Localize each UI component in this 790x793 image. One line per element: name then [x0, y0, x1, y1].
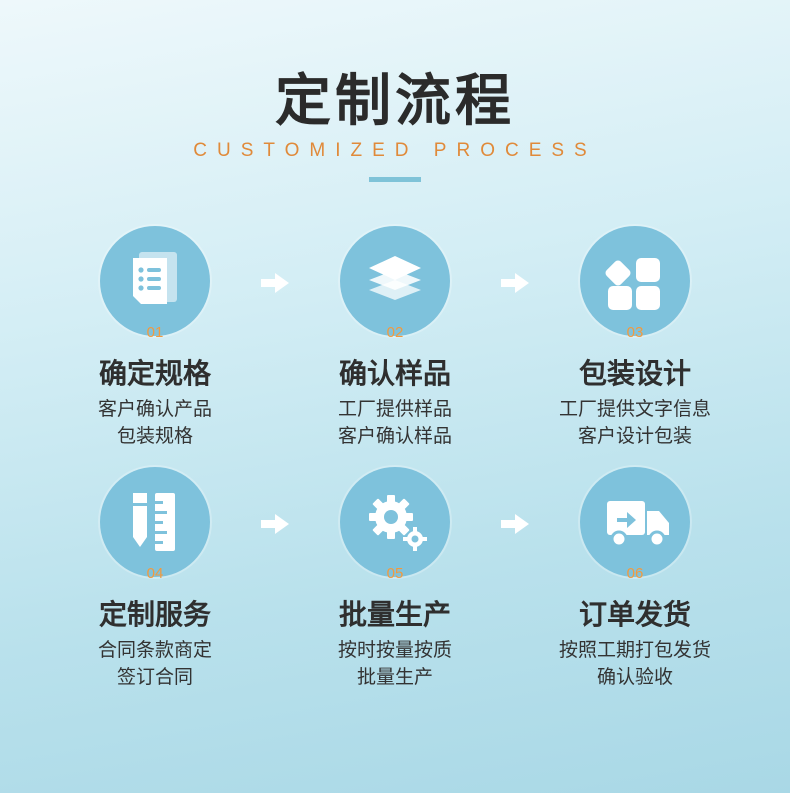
step-desc-line: 客户确认样品: [337, 425, 452, 447]
step-title: 订单发货: [578, 598, 691, 631]
layers-icon: [369, 256, 421, 300]
step-desc-line: 按照工期打包发货: [558, 639, 711, 661]
step-description: 工厂提供样品 客户确认样品: [275, 396, 515, 450]
title-underline: [369, 177, 421, 182]
step-description: 按时按量按质 批量生产: [275, 637, 515, 691]
step-desc-line: 工厂提供样品: [337, 398, 452, 420]
step-description: 合同条款商定 签订合同: [35, 637, 275, 691]
step-circle: [100, 226, 210, 336]
step-number: 03: [626, 324, 644, 341]
step-description: 工厂提供文字信息 客户设计包装: [515, 396, 755, 450]
step-title: 确定规格: [98, 357, 211, 390]
step-title: 定制服务: [98, 598, 211, 631]
page-subtitle: CUSTOMIZED PROCESS: [193, 140, 597, 161]
pencil-ruler-icon: [133, 493, 175, 551]
step-circle: [340, 467, 450, 577]
arrow-right-icon: [501, 273, 529, 293]
step-desc-line: 包装规格: [116, 425, 193, 447]
step-number: 04: [146, 565, 164, 582]
delivery-truck-icon: [607, 501, 669, 548]
step-title: 包装设计: [578, 357, 691, 390]
step-desc-line: 签订合同: [116, 666, 193, 688]
step-title: 确认样品: [338, 357, 451, 390]
step-number: 06: [626, 565, 644, 582]
arrow-right-icon: [501, 514, 529, 534]
step-desc-line: 按时按量按质: [337, 639, 452, 661]
step-title: 批量生产: [338, 598, 451, 631]
step-desc-line: 确认验收: [596, 666, 673, 688]
arrow-right-icon: [261, 514, 289, 534]
step-circle: [340, 226, 450, 336]
arrow-right-icon: [261, 273, 289, 293]
document-list-icon: [133, 252, 177, 304]
step-circle: [100, 467, 210, 577]
step-desc-line: 客户确认产品: [97, 398, 212, 420]
step-circle: [580, 467, 690, 577]
step-desc-line: 批量生产: [356, 666, 433, 688]
step-circle: [580, 226, 690, 336]
step-description: 客户确认产品 包装规格: [35, 396, 275, 450]
page-title: 定制流程: [275, 69, 515, 134]
step-desc-line: 合同条款商定: [97, 639, 212, 661]
step-desc-line: 客户设计包装: [577, 425, 692, 447]
step-number: 05: [386, 565, 404, 582]
gears-icon: [369, 495, 427, 551]
step-description: 按照工期打包发货 确认验收: [515, 637, 755, 691]
step-number: 02: [386, 324, 404, 341]
step-desc-line: 工厂提供文字信息: [558, 398, 711, 420]
apps-grid-icon: [605, 258, 660, 310]
step-number: 01: [146, 324, 164, 341]
